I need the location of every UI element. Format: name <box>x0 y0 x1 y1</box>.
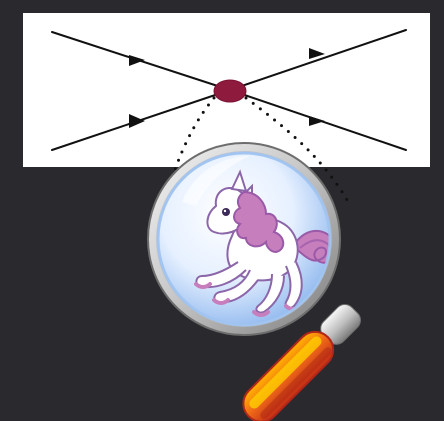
unicorn-eye <box>222 208 230 216</box>
vertex-blob <box>214 80 246 102</box>
unicorn-eye-sparkle <box>224 210 226 212</box>
